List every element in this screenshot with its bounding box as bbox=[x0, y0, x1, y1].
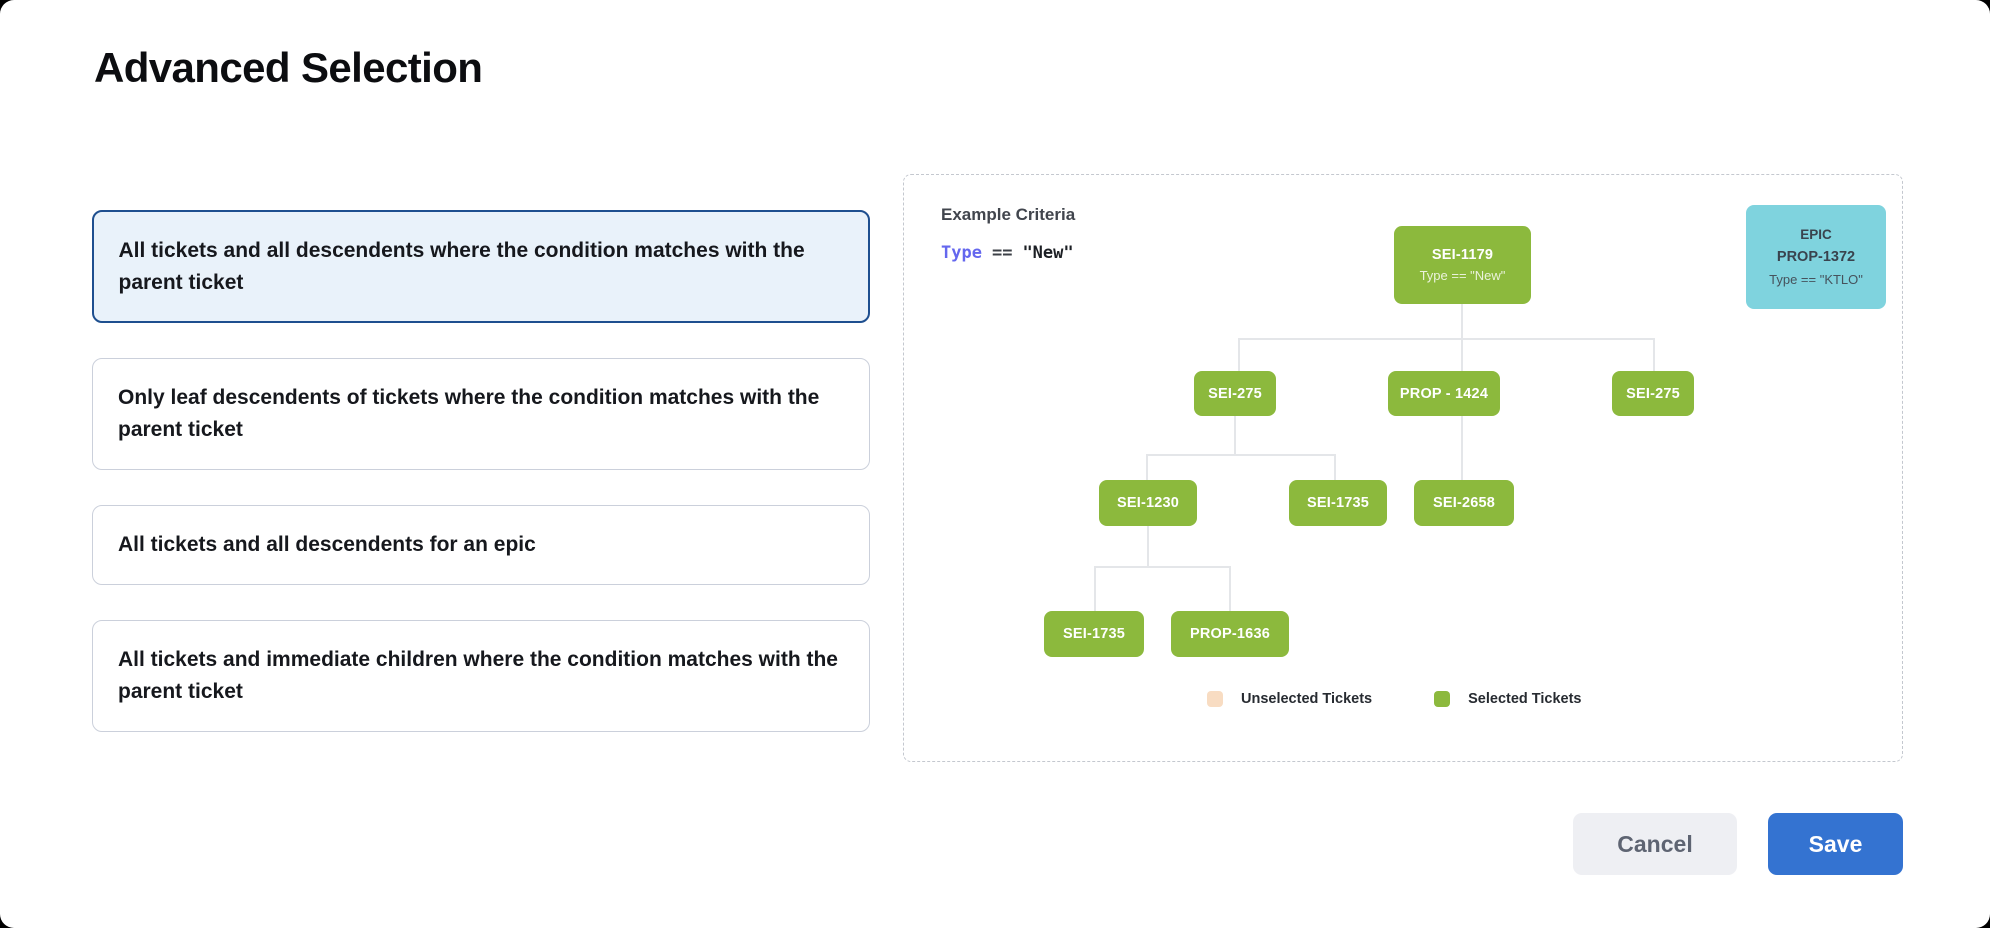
selection-option-list: All tickets and all descendents where th… bbox=[92, 210, 870, 767]
tree-connector bbox=[1094, 566, 1230, 568]
option-label: All tickets and all descendents for an e… bbox=[118, 533, 536, 556]
tree-connector bbox=[1229, 566, 1231, 611]
example-preview-panel: Example Criteria Type == "New" EPIC PROP-1… bbox=[903, 174, 1903, 762]
example-criteria-expression: Type == "New" bbox=[941, 243, 1074, 263]
tree-connector bbox=[1653, 338, 1655, 371]
criteria-operator: == bbox=[991, 243, 1013, 263]
tree-connector bbox=[1461, 304, 1463, 371]
option-label: All tickets and all descendents where th… bbox=[118, 238, 805, 294]
save-button[interactable]: Save bbox=[1768, 813, 1903, 875]
epic-condition: Type == "KTLO" bbox=[1769, 272, 1863, 287]
tree-connector bbox=[1238, 338, 1654, 340]
epic-id: PROP-1372 bbox=[1776, 249, 1856, 265]
tree-connector bbox=[1334, 454, 1336, 480]
tree-node: SEI-2658 bbox=[1414, 480, 1514, 526]
tree-connector bbox=[1461, 416, 1463, 480]
dialog-footer: Cancel Save bbox=[1573, 813, 1903, 875]
tree-connector bbox=[1147, 526, 1149, 566]
tree-node-root: SEI-1179 Type == "New" bbox=[1394, 226, 1531, 304]
tree-node: PROP-1636 bbox=[1171, 611, 1289, 657]
option-immediate-children-condition[interactable]: All tickets and immediate children where… bbox=[92, 620, 870, 732]
legend-label: Selected Tickets bbox=[1468, 691, 1582, 707]
tree-node: SEI-1230 bbox=[1099, 480, 1197, 526]
option-leaf-descendents-condition[interactable]: Only leaf descendents of tickets where t… bbox=[92, 358, 870, 470]
legend-label: Unselected Tickets bbox=[1241, 691, 1373, 707]
option-all-descendents-epic[interactable]: All tickets and all descendents for an e… bbox=[92, 505, 870, 585]
tree-connector bbox=[1146, 454, 1336, 456]
tree-node: SEI-1735 bbox=[1289, 480, 1387, 526]
epic-card: EPIC PROP-1372 Type == "KTLO" bbox=[1746, 205, 1886, 309]
tree-node: PROP - 1424 bbox=[1388, 371, 1500, 416]
tree-node: SEI-275 bbox=[1194, 371, 1276, 416]
page-title: Advanced Selection bbox=[94, 44, 483, 91]
selected-swatch-icon bbox=[1434, 691, 1451, 707]
option-label: Only leaf descendents of tickets where t… bbox=[118, 386, 820, 441]
tree-legend: Unselected Tickets Selected Tickets bbox=[1207, 691, 1582, 707]
criteria-field: Type bbox=[941, 243, 982, 263]
tree-connector bbox=[1146, 454, 1148, 480]
epic-kind-label: EPIC bbox=[1800, 227, 1832, 242]
tree-connector bbox=[1094, 566, 1096, 611]
tree-node-condition: Type == "New" bbox=[1419, 268, 1506, 283]
unselected-swatch-icon bbox=[1207, 691, 1223, 707]
tree-node: SEI-275 bbox=[1612, 371, 1694, 416]
example-criteria-label: Example Criteria bbox=[941, 205, 1076, 224]
tree-connector bbox=[1234, 416, 1236, 454]
tree-node-label: SEI-1179 bbox=[1431, 247, 1494, 263]
tree-connector bbox=[1238, 338, 1240, 371]
option-label: All tickets and immediate children where… bbox=[118, 648, 838, 703]
option-all-descendents-condition[interactable]: All tickets and all descendents where th… bbox=[92, 210, 870, 323]
cancel-button[interactable]: Cancel bbox=[1573, 813, 1737, 875]
tree-node: SEI-1735 bbox=[1044, 611, 1144, 657]
criteria-value: "New" bbox=[1022, 243, 1074, 263]
legend-item-selected: Selected Tickets bbox=[1434, 691, 1582, 707]
legend-item-unselected: Unselected Tickets bbox=[1207, 691, 1372, 707]
